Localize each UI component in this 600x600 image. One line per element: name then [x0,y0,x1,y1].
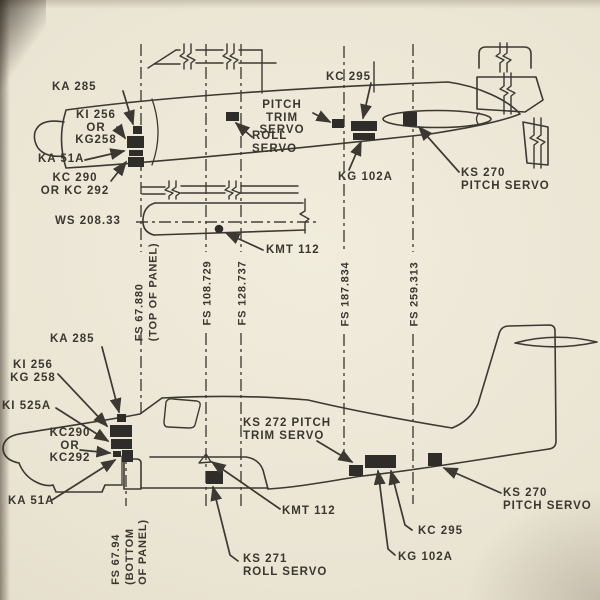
windshield-plan-arc [151,98,159,166]
leader-kc290-side [79,445,112,458]
leader-ks270-top [417,125,460,173]
avionics-unit-box [113,451,121,457]
kmt112-sensor-dot [214,224,224,234]
callout-kc295-side: KC 295 [418,525,462,537]
aircraft-side-view [2,324,598,493]
station-fs-108-729: FS 108.729 [201,260,214,326]
kc295-kg102a-box [365,455,396,468]
callout-ka285-side: KA 285 [50,333,95,345]
callout-kg102a-top: KG 102A [338,171,393,183]
callout-ka51a-top: KA 51A [38,153,85,165]
leader-kc295-top [360,82,372,120]
leader-kg102a-top [348,140,362,171]
leader-ki256-top [112,123,126,140]
avionics-unit-box [128,157,144,167]
avionics-boxes-side-view [110,414,442,484]
callout-ka51a-side: KA 51A [8,495,55,507]
pitch-trim-servo-box [332,119,344,128]
leader-ka285-side [101,346,122,414]
photo-corner-shadow [0,0,46,96]
callout-kmt112-top: KMT 112 [266,244,320,256]
gear-door [123,458,142,490]
avionics-unit-box [110,425,132,437]
callout-ki525a-side: KI 525A [2,400,52,412]
avionics-unit-box [127,136,144,148]
kg102a-box [353,133,375,140]
wing-break-lower [141,180,299,200]
callout-ks270-top: KS 270 PITCH SERVO [461,167,550,192]
leader-lines [51,82,502,562]
callout-pitch-trim-servo-top: PITCH TRIM SERVO [259,99,305,136]
wing-band-upper [147,43,375,94]
station-fs-187-834: FS 187.834 [339,261,352,327]
station-fs-67-880: FS 67.880 (TOP OF PANEL) [133,242,160,342]
leader-kc295-side [388,469,413,531]
photo-left-shadow [0,0,10,600]
leader-ki256-side [57,373,109,428]
avionics-unit-box [129,150,143,156]
photo-top-shadow [0,0,600,9]
callout-ks272-side: KS 272 PITCH TRIM SERVO [243,417,332,442]
roll-servo-box [226,112,239,121]
tail-plan [382,42,549,169]
station-fs-128-737: FS 128.737 [236,260,249,326]
nose-bottom [18,462,123,493]
fin-plan-ellipse [382,109,492,129]
avionics-unit-box [122,450,133,462]
leader-ka285-top [122,90,135,126]
leader-kg102a-side [373,469,396,556]
ks272-pitch-trim-box [349,465,363,476]
callout-kc290-kc292-side: KC290 OR KC292 [49,427,91,464]
leader-kmt112-top [224,232,264,251]
photo-corner-vignette [440,470,600,600]
station-lines [125,44,414,509]
kmt112-marker-triangle [198,453,212,464]
leader-kc290-top [110,160,128,182]
leader-ks271-side [210,485,239,562]
callout-kmt112-side: KMT 112 [282,505,336,517]
leader-ka51a-side [51,459,117,501]
leader-ks270-side [442,467,502,494]
horizontal-stab-airfoil [514,336,598,348]
avionics-unit-box [111,439,132,449]
callout-kc290-kc292-top: KC 290 OR KC 292 [40,172,110,197]
callout-ki256-kg258-side: KI 256 KG 258 [10,359,56,384]
ks270-pitch-servo-box [428,453,442,466]
callout-ka285-top: KA 285 [52,81,97,93]
callout-kc295-top: KC 295 [326,71,371,83]
avionics-unit-box [133,126,142,134]
leader-roll-servo-top [234,121,253,138]
leader-pitch-trim-top [312,110,332,123]
leader-ks272-side [316,440,354,463]
callout-ks271-side: KS 271 ROLL SERVO [243,553,328,578]
ks270-box [403,112,417,126]
vertical-fin [451,324,557,450]
callout-ki256-kg258-top: KI 256 OR KG258 [75,109,117,146]
callout-ws-208-33: WS 208.33 [55,215,121,227]
leader-kmt112-side [210,461,281,510]
cabin-roof [161,395,453,429]
avionics-unit-box [117,414,126,422]
avionics-boxes-top-view [127,112,417,167]
fuselage-top-line [18,397,163,435]
callout-kg102a-side: KG 102A [398,551,453,563]
fuselage-plan-outline [60,81,521,169]
leader-ka51a-top [84,148,126,161]
wing-tip-detail [142,198,310,236]
ks271-roll-servo-box [206,471,223,484]
callout-roll-servo-top: ROLL SERVO [252,130,298,155]
leader-ki525a-side [55,407,110,442]
kc295-box [351,121,377,131]
station-fs-259-313: FS 259.313 [408,261,421,327]
wing-root-fairing [149,456,269,490]
cabin-window [163,398,201,429]
station-fs-67-94: FS 67.94 (BOTTOM OF PANEL) [109,519,149,585]
callout-ks270-side: KS 270 PITCH SERVO [503,487,599,512]
spinner-plan [33,120,65,158]
